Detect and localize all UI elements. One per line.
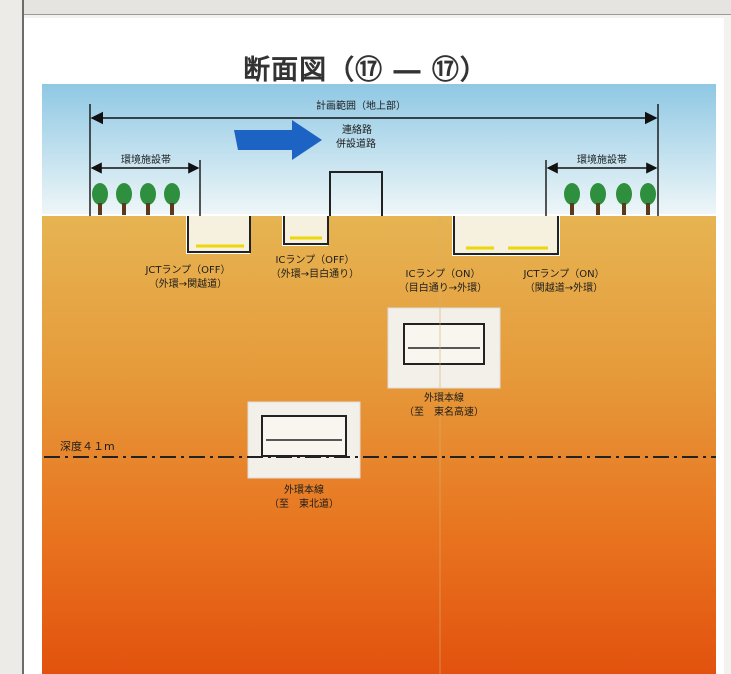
env-facility-left-label: 環境施設帯 — [121, 155, 171, 166]
ramp-label-4-line1: JCTランプ（ON） — [523, 269, 605, 280]
ramp-label-2-line1: ICランプ（OFF） — [275, 255, 355, 266]
ramp-label-1-line1: JCTランプ（OFF） — [145, 265, 231, 276]
left-edge-strip — [0, 0, 24, 674]
tunnel-upper-label-2: （至 東名高速） — [404, 407, 484, 418]
page-title: 断面図（⑰ ― ⑰） — [243, 55, 488, 86]
tunnel-lower-label-1: 外環本線 — [284, 485, 324, 496]
ramp-label-1-line2: （外環→関越道） — [148, 279, 228, 290]
tunnel-lower-inner — [261, 415, 347, 457]
ground-soil — [42, 216, 716, 674]
range-label: 計画範囲（地上部） — [316, 101, 406, 112]
tunnel-upper-label-1: 外環本線 — [424, 393, 464, 404]
connector-road-frame — [329, 171, 383, 216]
depth-label: 深度４１m — [60, 440, 115, 453]
ramp-label-3-line1: ICランプ（ON） — [405, 269, 481, 280]
connector-road-label-2: 併設道路 — [336, 139, 376, 150]
ramp-trench-ic-off — [283, 216, 329, 245]
ramp-label-3-line2: （目白通り→外環） — [398, 283, 488, 294]
trees-left — [92, 183, 180, 215]
ramp-trench-jct-off — [187, 216, 251, 253]
env-facility-right-label: 環境施設帯 — [577, 155, 627, 166]
top-edge-strip — [0, 0, 731, 15]
ramp-label-2-line2: （外環→目白通り） — [270, 269, 360, 280]
trees-right — [564, 183, 656, 215]
ramp-label-4-line2: （関越道→外環） — [524, 283, 604, 294]
ramp-trench-ic-on — [453, 216, 559, 255]
connector-road-label-1: 連絡路 — [342, 125, 372, 136]
blue-arrow — [234, 120, 322, 160]
tunnel-upper-inner — [403, 323, 485, 365]
tunnel-lower-label-2: （至 東北道） — [269, 499, 339, 510]
